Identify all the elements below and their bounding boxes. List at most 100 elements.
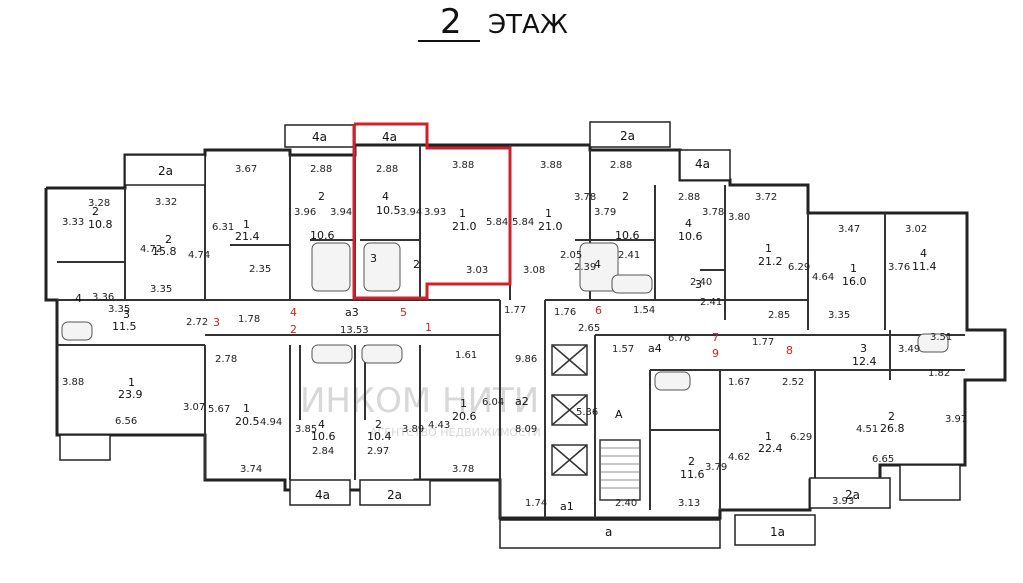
- dim: 3.51: [930, 332, 952, 343]
- stair-label: a1: [560, 500, 574, 513]
- dim: 3.47: [838, 224, 860, 235]
- dim: 3.07: [183, 402, 205, 413]
- room-area: 23.9: [118, 388, 143, 401]
- dim: 1.74: [525, 498, 547, 509]
- dim: 2.35: [249, 264, 271, 275]
- dim: 3.88: [540, 160, 562, 171]
- dim: 3.88: [62, 377, 84, 388]
- dim: 3.08: [523, 265, 545, 276]
- room-number: 4: [685, 217, 692, 230]
- dim: 1.67: [728, 377, 750, 388]
- dim: 3.35: [108, 304, 130, 315]
- dim: 3.35: [828, 310, 850, 321]
- dim: 3.28: [88, 198, 110, 209]
- dim: 6.29: [790, 432, 812, 443]
- room-area: 21.4: [235, 230, 260, 243]
- room-area: 10.6: [678, 230, 703, 243]
- dim: 2.40: [690, 277, 712, 288]
- dim: 3.33: [62, 217, 84, 228]
- apartment-mark: 1: [425, 321, 432, 334]
- room-area: 15.8: [152, 245, 177, 258]
- dim: 3.03: [466, 265, 488, 276]
- dim: 3.35: [150, 284, 172, 295]
- room-area: 10.8: [88, 218, 113, 231]
- dim: 3.36: [92, 292, 114, 303]
- dim: 3.02: [905, 224, 927, 235]
- balcony-label: 4a: [695, 157, 710, 171]
- balcony-label: 1a: [770, 525, 785, 539]
- dim: 4.43: [428, 420, 450, 431]
- dim: 2.41: [618, 250, 640, 261]
- dim: 4.72: [140, 244, 162, 255]
- room-area: 21.0: [452, 220, 477, 233]
- dim: 3.93: [424, 207, 446, 218]
- room-area: 10.6: [311, 430, 336, 443]
- room-labels: 10.8 15.8 11.5 23.9 21.4 10.6 10.5 21.0 …: [88, 204, 937, 481]
- room-area: 16.0: [842, 275, 867, 288]
- balcony-label: 4a: [312, 130, 327, 144]
- stair-label: a2: [515, 395, 529, 408]
- dim: 9.86: [515, 354, 537, 365]
- stairs: [600, 447, 640, 489]
- bath-fixtures: [61, 242, 949, 391]
- balconies: [59, 121, 961, 549]
- room-area: 12.4: [852, 355, 877, 368]
- room-area: 21.2: [758, 255, 783, 268]
- dim: 6.31: [212, 222, 234, 233]
- room-number: 2: [688, 455, 695, 468]
- room-number: 1: [459, 207, 466, 220]
- dim: 3.72: [755, 192, 777, 203]
- dim: 3.49: [898, 344, 920, 355]
- dim: 4.94: [260, 417, 282, 428]
- dim: 3.13: [678, 498, 700, 509]
- dim: 3.80: [728, 212, 750, 223]
- dim: 1.77: [752, 337, 774, 348]
- room-number: 2: [92, 205, 99, 218]
- dim: 3.79: [705, 462, 727, 473]
- dim: 1.76: [554, 307, 576, 318]
- dim: 4.62: [728, 452, 750, 463]
- dim: 3.76: [888, 262, 910, 273]
- dim: 1.78: [238, 314, 260, 325]
- room-area: 10.4: [367, 430, 392, 443]
- room-number: 2: [622, 190, 629, 203]
- room-number: 2: [888, 410, 895, 423]
- room-number: 2: [318, 190, 325, 203]
- dim: 2.78: [215, 354, 237, 365]
- dim: 1.77: [504, 305, 526, 316]
- room-area: 11.5: [112, 320, 137, 333]
- highlighted-apartment-outline: [352, 122, 512, 300]
- dim: 2.84: [312, 446, 334, 457]
- apartment-mark: 9: [712, 347, 719, 360]
- balcony-label: 4a: [382, 130, 397, 144]
- dim: 1.54: [633, 305, 655, 316]
- room-number: 4: [382, 190, 389, 203]
- room-number: 4: [594, 258, 601, 271]
- dim: 3.89: [402, 424, 424, 435]
- floor-number: 2: [440, 2, 462, 42]
- elevator-shafts: [551, 344, 641, 501]
- dim: 3.94: [330, 207, 352, 218]
- apartment-mark: 7: [712, 331, 719, 344]
- dim: 3.79: [594, 207, 616, 218]
- room-number: 1: [850, 262, 857, 275]
- dim: 6.76: [668, 333, 690, 344]
- apartment-mark: 5: [400, 306, 407, 319]
- floor-word: ЭТАЖ: [488, 10, 568, 40]
- balcony-label: 2a: [158, 164, 173, 178]
- dim: 3.78: [452, 464, 474, 475]
- room-number: 1: [545, 207, 552, 220]
- room-number: 1: [128, 376, 135, 389]
- room-number: 2: [375, 418, 382, 431]
- balcony-label: 2a: [387, 488, 402, 502]
- dim: 6.65: [872, 454, 894, 465]
- dim: 2.41: [700, 297, 722, 308]
- apartment-mark: 3: [213, 316, 220, 329]
- dim: 5.84: [512, 217, 534, 228]
- dim: 3.74: [240, 464, 262, 475]
- title-underline: [418, 40, 480, 42]
- dim: 2.52: [782, 377, 804, 388]
- room-area: 26.8: [880, 422, 905, 435]
- balcony-label: 2a: [620, 129, 635, 143]
- dim: 6.29: [788, 262, 810, 273]
